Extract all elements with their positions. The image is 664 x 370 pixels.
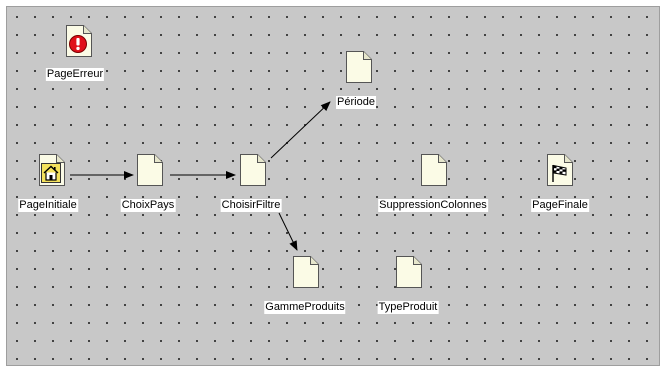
node-label-type-produit: TypeProduit: [377, 301, 439, 314]
checkered-flag-icon: [552, 164, 567, 182]
node-choisir-filtre[interactable]: [236, 153, 270, 187]
node-type-produit[interactable]: [392, 255, 426, 289]
node-suppression-colonnes[interactable]: [417, 153, 451, 187]
home-icon: [41, 163, 61, 183]
node-page-finale[interactable]: [543, 153, 577, 187]
error-icon: [69, 35, 87, 53]
node-label-gamme-produits: GammeProduits: [264, 301, 346, 314]
page-icon: [240, 154, 266, 186]
node-label-page-erreur: PageErreur: [45, 68, 105, 81]
node-label-choisir-filtre: ChoisirFiltre: [220, 199, 282, 212]
node-label-choix-pays: ChoixPays: [120, 199, 176, 212]
node-label-page-initiale: PageInitiale: [18, 199, 78, 212]
node-label-periode: Période: [336, 96, 376, 109]
page-icon: [293, 256, 319, 288]
node-label-page-finale: PageFinale: [531, 199, 589, 212]
page-icon: [421, 154, 447, 186]
page-icon: [137, 154, 163, 186]
node-gamme-produits[interactable]: [289, 255, 323, 289]
node-label-suppression-colonnes: SuppressionColonnes: [378, 199, 488, 212]
node-page-erreur[interactable]: [62, 24, 96, 58]
node-page-initiale[interactable]: [35, 153, 69, 187]
page-icon: [346, 51, 372, 83]
node-choix-pays[interactable]: [133, 153, 167, 187]
node-periode[interactable]: [342, 50, 376, 84]
page-icon: [396, 256, 422, 288]
